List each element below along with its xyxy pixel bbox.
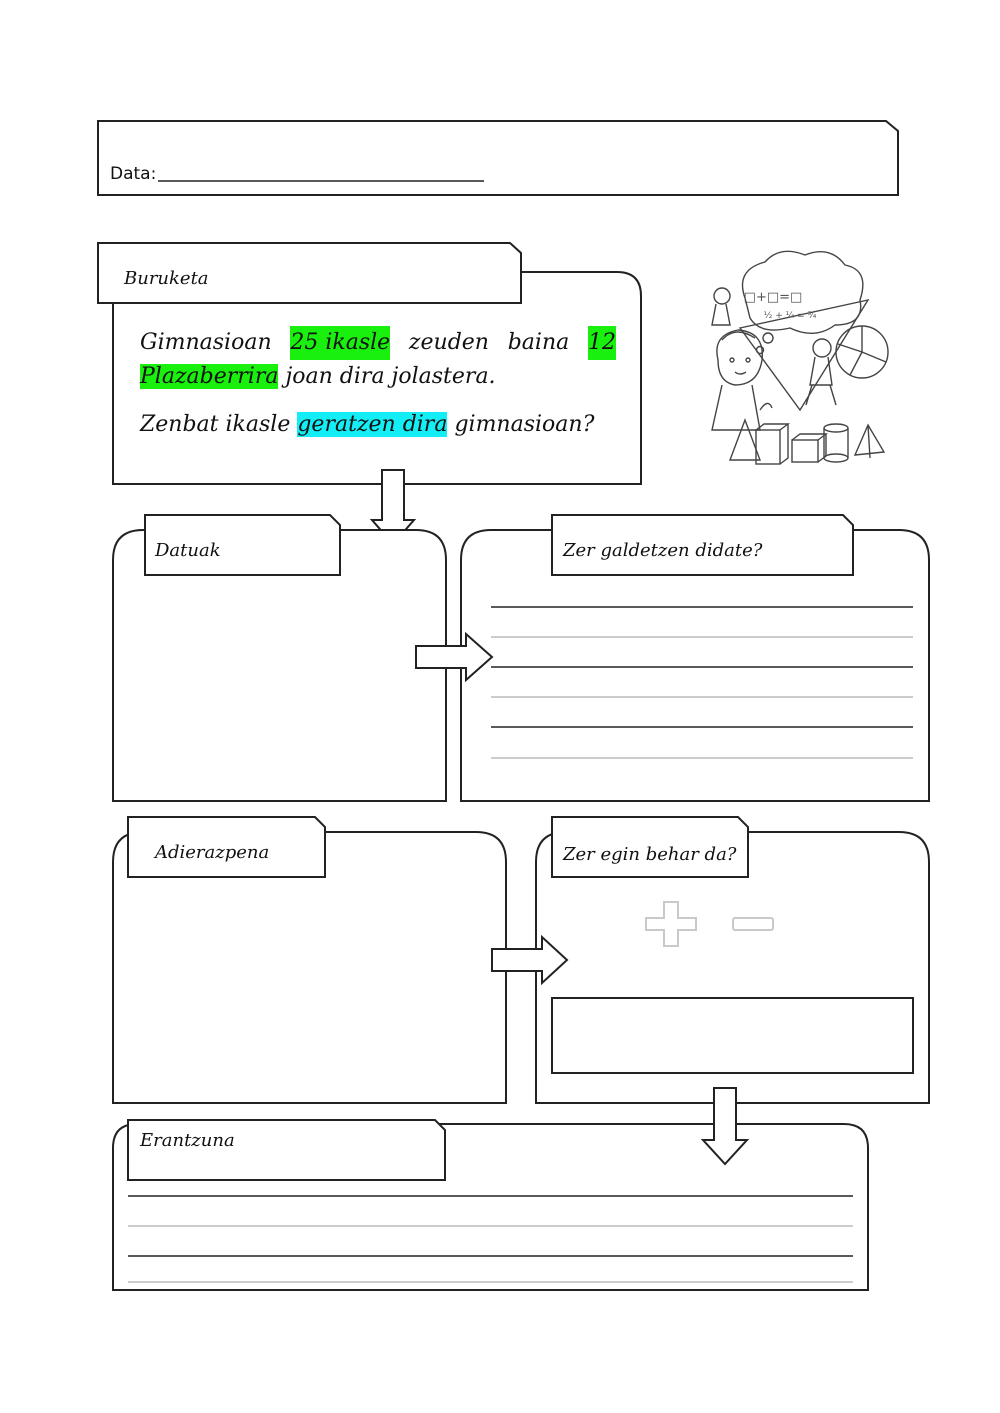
operation-tab [551, 816, 749, 878]
zer-egin-title: Zer egin behar da? [563, 844, 737, 865]
minus-sign-icon [732, 917, 774, 931]
buruketa-title: Buruketa [124, 268, 209, 289]
problem-text: Gimnasioan 25 ikasle zeuden baina 12 Pla… [140, 326, 616, 442]
answer-writing-lines [128, 1195, 853, 1283]
plus-sign-icon [645, 901, 697, 947]
problem-box [112, 271, 642, 485]
datuak-tab [144, 514, 341, 576]
adierazpena-title: Adierazpena [155, 842, 270, 863]
question-tab [551, 514, 854, 576]
adierazpena-box [112, 831, 507, 1104]
question-box [460, 529, 930, 802]
highlight-plazaberrira: Plazaberrira [140, 364, 279, 389]
arrow-right-icon [415, 631, 494, 683]
problem-title-tab [97, 242, 522, 304]
datuak-box [112, 529, 447, 802]
datuak-title: Datuak [155, 540, 221, 561]
highlight-twelve: 12 [587, 326, 616, 360]
date-label: Data: [110, 164, 157, 184]
problem-line-1: Gimnasioan 25 ikasle zeuden baina 12 [140, 326, 616, 360]
children-math-shapes-illustration [711, 250, 889, 465]
arrow-right-icon-2 [491, 934, 569, 986]
problem-question: Zenbat ikasle geratzen dira gimnasioan? [140, 412, 595, 437]
erantzuna-tab [127, 1119, 446, 1181]
zer-galdetzen-title: Zer galdetzen didate? [563, 540, 763, 561]
adierazpena-tab [127, 816, 326, 878]
illustration-formula-top: □+□=□ [744, 290, 803, 305]
arrow-down-icon-2 [700, 1087, 750, 1166]
highlight-students: 25 ikasle [290, 326, 391, 360]
header-box [97, 120, 899, 196]
illustration-formula-bottom: ½ + ¼ = ¾ [764, 311, 817, 321]
operation-answer-box [551, 997, 914, 1074]
highlight-geratzen: geratzen dira [297, 412, 448, 437]
problem-line-2: Plazaberrira joan dira jolastera. [140, 364, 496, 389]
erantzuna-title: Erantzuna [140, 1130, 235, 1151]
question-writing-lines [491, 606, 913, 759]
